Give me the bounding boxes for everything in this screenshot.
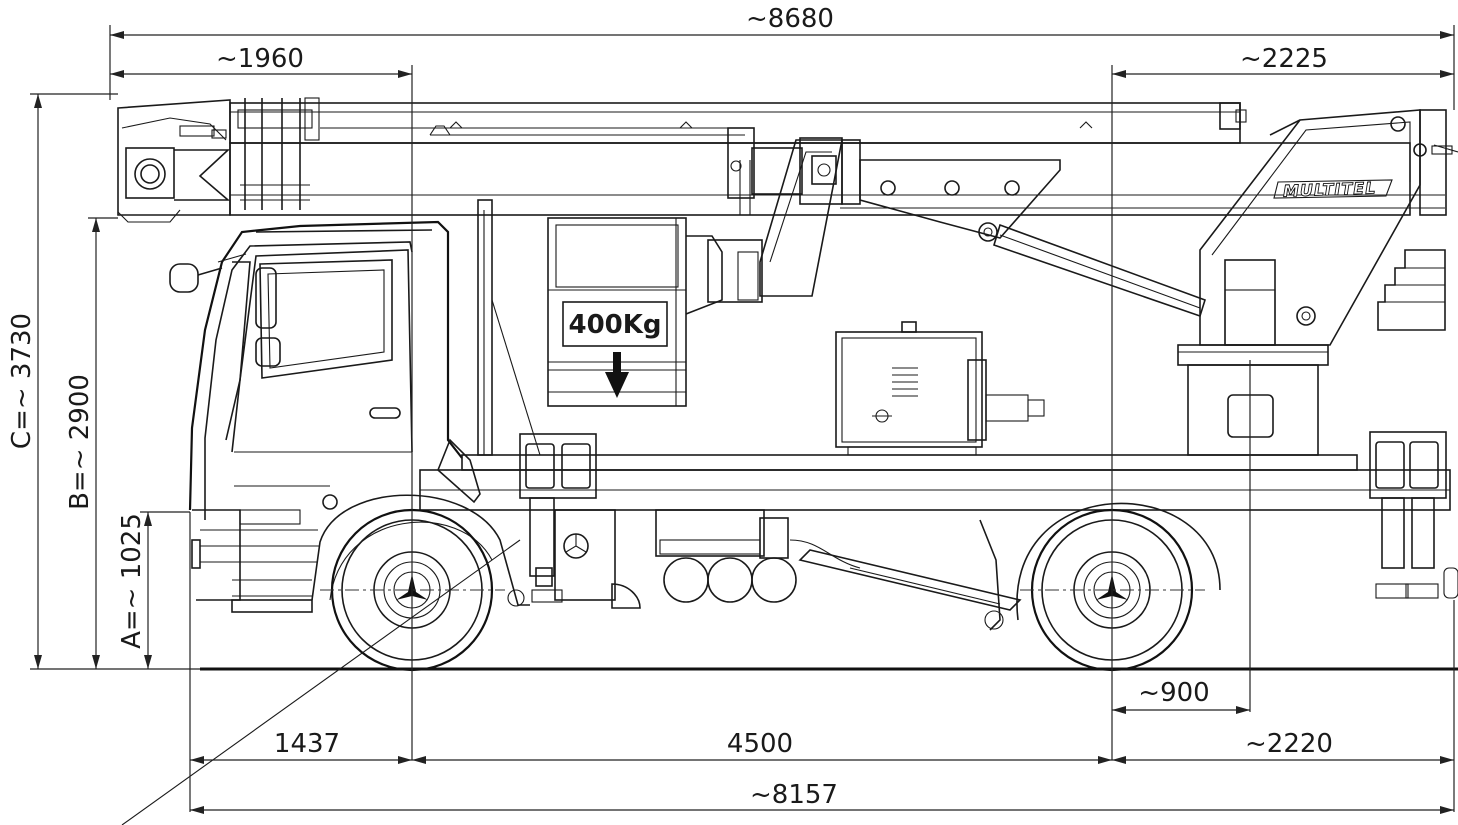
manufacturer-logo-text: MULTITEL <box>1283 178 1377 200</box>
load-direction-arrow-icon <box>605 352 629 398</box>
rear-wheel <box>1016 502 1221 672</box>
boom-assembly <box>117 97 1445 318</box>
fuel-tank-and-tanks <box>554 509 1022 631</box>
rear-outrigger <box>1369 431 1458 599</box>
dim-rear-boom-overhang: ~2225 <box>1240 44 1328 74</box>
dim-height-a: A=~ 1025 <box>117 513 147 649</box>
turret-kingpost: MULTITEL <box>1177 109 1458 456</box>
boom-winch-rollers <box>237 97 320 210</box>
work-platform-basket: 400Kg <box>547 139 843 407</box>
front-outrigger <box>519 433 597 603</box>
generator-unit <box>835 321 1045 456</box>
side-mirror <box>169 263 281 367</box>
dim-height-c: C=~ 3730 <box>7 313 37 449</box>
dim-rear-overhang: ~2220 <box>1245 729 1333 759</box>
dim-wheelbase: 4500 <box>727 729 793 759</box>
dim-rear-offset: ~900 <box>1138 678 1209 708</box>
load-capacity-label: 400Kg <box>568 310 661 340</box>
chassis-frame <box>419 199 1451 511</box>
load-capacity-box <box>562 301 668 347</box>
truck-cab <box>169 220 530 613</box>
dim-front-overhang: 1437 <box>274 729 340 759</box>
dimension-lines <box>30 25 1455 814</box>
turret-stairs <box>1377 249 1446 331</box>
dim-height-b: B=~ 2900 <box>65 374 95 510</box>
dim-overall-length-top: ~8680 <box>746 4 834 34</box>
jib-rotator <box>727 127 861 205</box>
multitel-brand-plate: MULTITEL <box>1273 178 1393 201</box>
dim-front-boom-overhang: ~1960 <box>216 44 304 74</box>
dim-overall-length-bottom: ~8157 <box>750 780 838 810</box>
dimension-labels: ~8680 ~1960 ~2225 C=~ 3730 B=~ 2900 A=~ … <box>7 4 1333 810</box>
